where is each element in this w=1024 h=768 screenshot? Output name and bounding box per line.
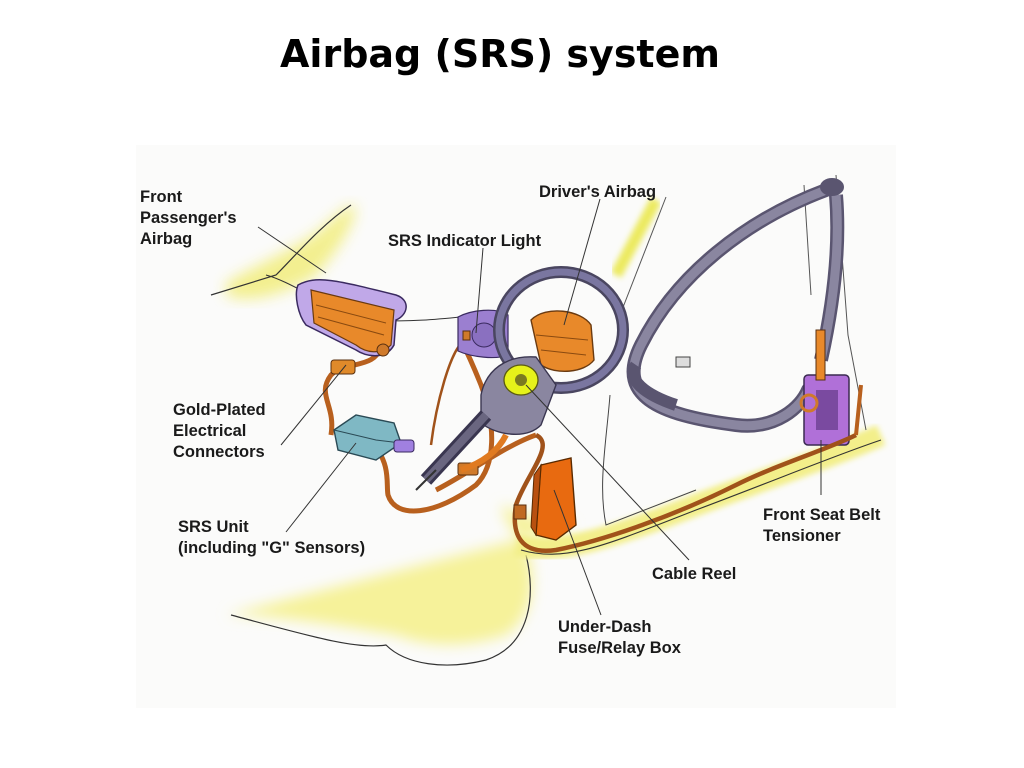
airbag-system-illustration: Front Passenger's Airbag SRS Indicator L… [136, 145, 896, 708]
drivers-airbag-module [530, 310, 595, 372]
leader-srs-unit [285, 442, 357, 533]
label-front-seat-belt-tensioner: Front Seat Belt Tensioner [763, 506, 881, 545]
srs-unit [333, 414, 415, 461]
label-drivers-airbag: Driver's Airbag [539, 183, 657, 201]
label-under-dash-fuse-box: Under-Dash Fuse/Relay Box [558, 618, 681, 657]
label-srs-indicator-light: SRS Indicator Light [388, 232, 542, 250]
leader-drivers-airbag [563, 198, 601, 326]
leader-connectors [280, 364, 347, 446]
label-srs-unit: SRS Unit (including "G" Sensors) [178, 518, 366, 557]
leader-indicator-light [475, 247, 484, 334]
leader-lines [257, 198, 822, 616]
seat-belt-tensioner [799, 329, 850, 446]
leader-cable-reel [525, 384, 690, 561]
label-front-passenger-airbag: Front Passenger's Airbag [140, 188, 237, 248]
slide-title: Airbag (SRS) system [280, 32, 720, 76]
steering-assembly [415, 266, 629, 491]
leader-passenger-airbag [257, 226, 327, 274]
label-gold-plated-connectors: Gold-Plated Electrical Connectors [173, 401, 266, 461]
illustration-canvas [210, 174, 886, 666]
label-cable-reel: Cable Reel [652, 565, 737, 583]
front-passenger-airbag [295, 279, 407, 357]
under-dash-fuse-box [530, 457, 577, 541]
gold-plated-connector [330, 359, 356, 375]
leader-fuse-box [553, 489, 602, 616]
